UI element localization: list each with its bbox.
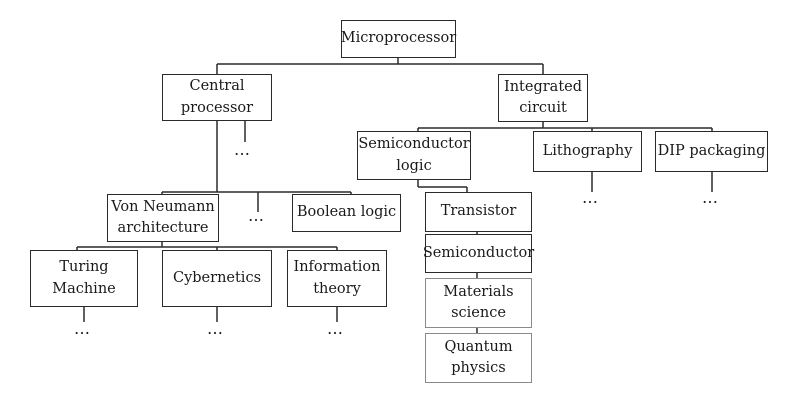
ellipsis-information-theory: … (327, 319, 344, 338)
ellipsis-lithography: … (582, 188, 599, 207)
node-cybernetics: Cybernetics (162, 250, 272, 307)
node-label-line2: physics (451, 360, 506, 376)
node-integrated-circuit: Integrated circuit (498, 74, 588, 122)
node-label-line1: Materials (443, 283, 514, 300)
node-label: DIP packaging (657, 142, 766, 159)
node-label-line1: Integrated (503, 78, 583, 95)
ellipsis-turing-machine: … (74, 319, 91, 338)
node-label-line1: Information (293, 259, 381, 276)
ellipsis-central-processor-branch: … (248, 206, 265, 225)
node-microprocessor: Microprocessor (341, 20, 456, 58)
node-label-line1: Von Neumann (111, 198, 215, 215)
node-label-line1: Semiconductor (358, 136, 470, 153)
node-label-line2: processor (180, 99, 254, 116)
node-label: Cybernetics (172, 269, 262, 286)
ellipsis-dip-packaging: … (702, 188, 719, 207)
node-von-neumann-architecture: Von Neumann architecture (107, 194, 219, 242)
node-label-line2: theory (313, 280, 361, 297)
node-transistor: Transistor (425, 192, 532, 232)
node-central-processor: Central processor (162, 74, 272, 121)
node-label-line2: science (451, 305, 506, 321)
node-quantum-physics: Quantum physics (425, 333, 532, 383)
node-label: Semiconductor (422, 244, 535, 261)
node-lithography: Lithography (533, 131, 642, 172)
node-label-line1: Turing (59, 259, 109, 276)
node-label-line1: Central (189, 78, 245, 95)
node-materials-science: Materials science (425, 278, 532, 328)
ellipsis-central-processor: … (234, 140, 251, 159)
node-label: Microprocessor (340, 30, 457, 47)
node-label-line2: architecture (117, 220, 209, 236)
node-label-line2: logic (396, 157, 432, 174)
node-label: Boolean logic (296, 204, 397, 221)
node-dip-packaging: DIP packaging (655, 131, 768, 172)
node-information-theory: Information theory (287, 250, 387, 307)
node-semiconductor: Semiconductor (422, 234, 535, 273)
node-label: Transistor (440, 203, 517, 220)
ellipsis-cybernetics: … (207, 319, 224, 338)
node-label-line1: Quantum (444, 338, 513, 355)
node-boolean-logic: Boolean logic (292, 194, 401, 232)
node-label: Lithography (542, 142, 633, 159)
node-turing-machine: Turing Machine (30, 250, 138, 307)
node-label-line2: circuit (519, 100, 567, 116)
node-label-line2: Machine (52, 280, 116, 297)
node-semiconductor-logic: Semiconductor logic (357, 131, 471, 180)
